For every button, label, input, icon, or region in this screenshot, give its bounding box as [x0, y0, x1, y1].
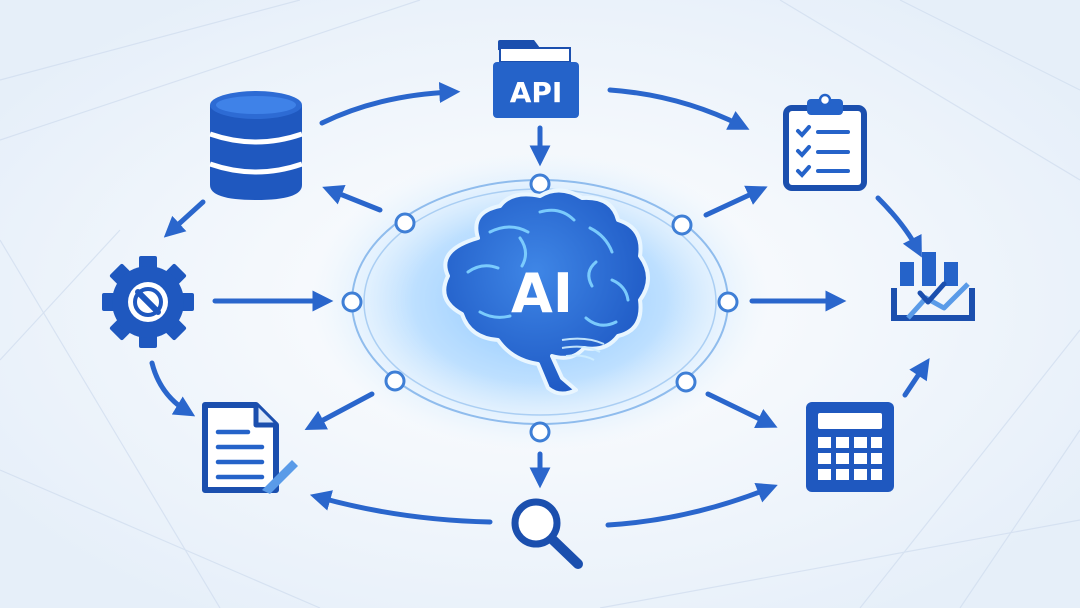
arrow-ai-to-database [322, 184, 383, 213]
arrow-calculator-to-chart [902, 358, 930, 398]
arrow-search-to-calculator [605, 482, 778, 528]
arrow-clipboard-to-chart [875, 195, 922, 258]
brain-icon: AI [442, 188, 650, 396]
api-label: API [510, 76, 563, 109]
ring-connector-nodes [341, 173, 739, 443]
arrow-ai-to-document [304, 391, 375, 430]
clipboard-checklist-icon [783, 93, 867, 191]
search-icon [511, 498, 583, 569]
arrow-api-to-clipboard [607, 87, 750, 130]
arrow-ai-to-clipboard [703, 185, 768, 218]
ai-label: AI [511, 262, 573, 325]
arrow-database-to-gear [163, 199, 206, 238]
analytics-chart-icon [891, 252, 975, 321]
arrow-ai-to-calculator [705, 391, 778, 428]
api-folder-icon: API [493, 40, 579, 118]
arrow-gear-to-document [149, 360, 196, 417]
gear-icon [102, 256, 194, 348]
calculator-icon [806, 402, 894, 492]
arrow-database-to-api [319, 82, 461, 126]
arrow-search-to-document [309, 490, 493, 525]
document-icon [202, 402, 298, 494]
flow-arrows [149, 82, 930, 528]
database-icon [209, 91, 303, 200]
